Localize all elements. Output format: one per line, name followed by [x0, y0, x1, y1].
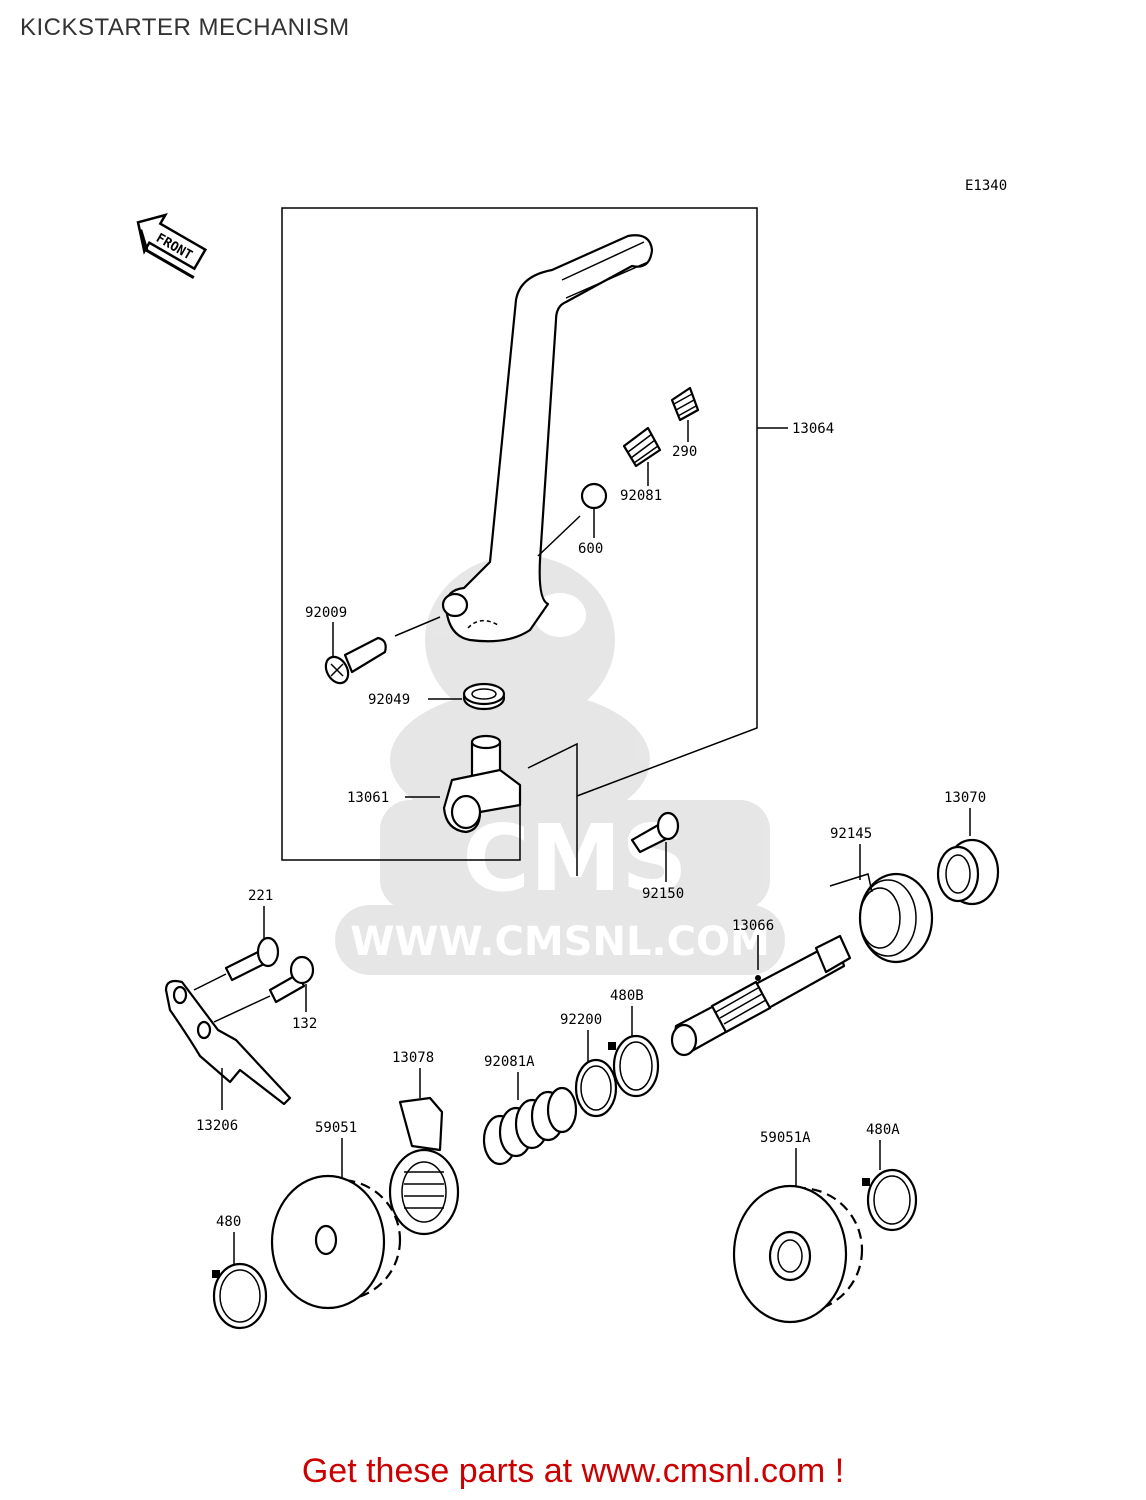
- part-label-92200: 92200: [560, 1012, 602, 1028]
- part-92081-spring: [622, 426, 662, 468]
- part-label-480B: 480B: [610, 988, 644, 1004]
- part-label-13070: 13070: [944, 790, 986, 806]
- watermark: CMS WWW.CMSNL.COM: [335, 555, 785, 975]
- part-label-92009: 92009: [305, 605, 347, 621]
- part-92200-washer: [574, 1058, 618, 1118]
- part-600-ball: [580, 482, 608, 510]
- page-title: KICKSTARTER MECHANISM: [20, 14, 350, 41]
- watermark-url-plate: [335, 905, 785, 975]
- watermark-url: WWW.CMSNL.COM: [350, 919, 770, 965]
- part-221-bolt: [224, 936, 280, 982]
- watermark-brand: CMS: [462, 805, 687, 912]
- part-label-132: 132: [292, 1016, 317, 1032]
- part-480-circlip: [212, 1262, 268, 1330]
- part-13061-shaft: [442, 734, 522, 834]
- kick-lever: [441, 234, 654, 643]
- part-59051-gear: [270, 1174, 402, 1310]
- part-92145-spring: [829, 872, 934, 964]
- part-label-13066: 13066: [732, 918, 774, 934]
- part-label-600: 600: [578, 541, 603, 557]
- part-label-13061: 13061: [347, 790, 389, 806]
- part-59051A-gear: [732, 1184, 864, 1324]
- part-92049-washer: [462, 682, 506, 711]
- footer-cta-link[interactable]: Get these parts at www.cmsnl.com !: [301, 1452, 845, 1490]
- front-arrow-icon: FRONT: [136, 213, 208, 279]
- part-label-92081A: 92081A: [484, 1054, 535, 1070]
- part-label-59051: 59051: [315, 1120, 357, 1136]
- parts-diagram: CMS WWW.CMSNL.COM FRONT E1340 13064 290 …: [136, 178, 1007, 1330]
- part-13206-plate: [164, 979, 292, 1106]
- assembly-bracket-13064: [281, 207, 758, 861]
- part-290-spring: [670, 386, 700, 422]
- part-label-92150: 92150: [642, 886, 684, 902]
- part-92081A-spring: [482, 1086, 578, 1166]
- part-label-59051A: 59051A: [760, 1130, 811, 1146]
- part-13066-shaft: [670, 934, 852, 1057]
- part-label-221: 221: [248, 888, 273, 904]
- part-132-bolt: [268, 955, 315, 1004]
- part-label-92145: 92145: [830, 826, 872, 842]
- part-480A-circlip: [862, 1168, 918, 1232]
- part-label-480: 480: [216, 1214, 241, 1230]
- part-13070-collar: [936, 838, 1000, 906]
- part-13078-ratchet: [388, 1096, 460, 1236]
- part-label-13064: 13064: [792, 421, 834, 437]
- part-label-13206: 13206: [196, 1118, 238, 1134]
- part-label-92081: 92081: [620, 488, 662, 504]
- part-92150-bolt: [630, 811, 680, 854]
- part-label-480A: 480A: [866, 1122, 900, 1138]
- part-label-290: 290: [672, 444, 697, 460]
- part-label-92049: 92049: [368, 692, 410, 708]
- part-label-13078: 13078: [392, 1050, 434, 1066]
- part-480B-circlip: [608, 1034, 660, 1098]
- part-92009-bolt: [324, 616, 441, 685]
- diagram-code: E1340: [965, 178, 1007, 194]
